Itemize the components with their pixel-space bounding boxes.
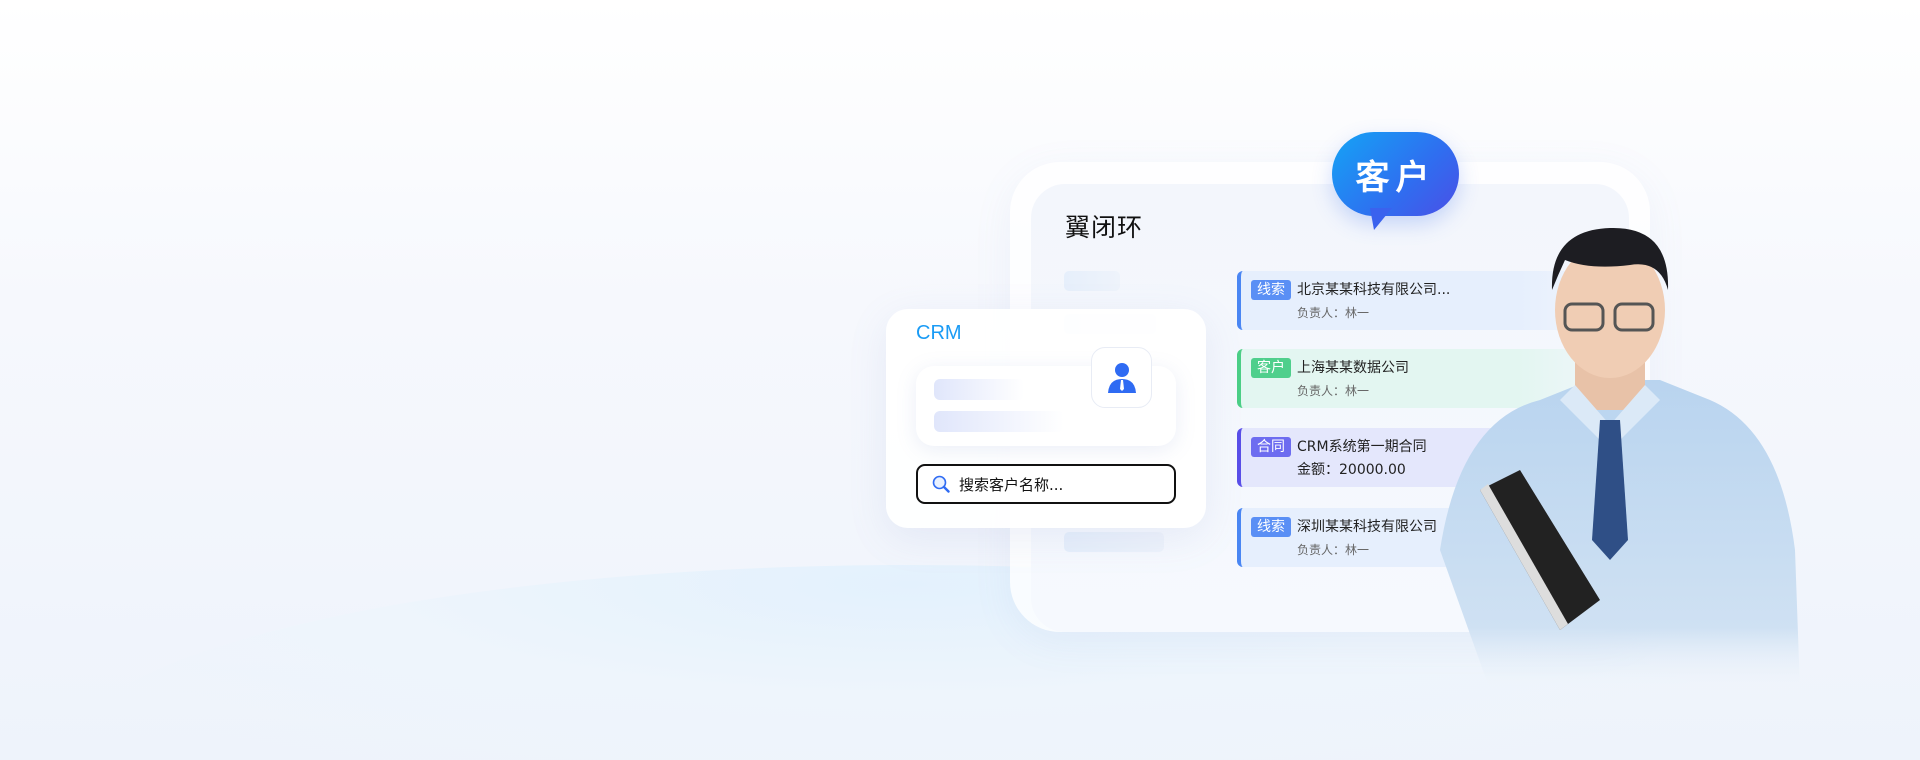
- record-detail: 负责人：林一: [1297, 306, 1370, 320]
- record-tag: 线索: [1251, 280, 1291, 300]
- user-tie-icon: [1107, 362, 1136, 393]
- customer-bubble: 客户: [1332, 132, 1459, 216]
- crm-label: CRM: [916, 322, 962, 344]
- search-input[interactable]: 搜索客户名称...: [916, 464, 1176, 504]
- placeholder-bar: [934, 411, 1064, 432]
- record-tag: 客户: [1251, 358, 1291, 378]
- record-title: 北京某某科技有限公司...: [1297, 282, 1451, 298]
- search-icon: [932, 475, 950, 493]
- placeholder-bar: [1064, 271, 1120, 291]
- businessman-illustration: [1440, 227, 1800, 690]
- record-detail: 负责人：林一: [1297, 384, 1370, 398]
- placeholder-bar: [934, 379, 1024, 400]
- record-tag: 合同: [1251, 437, 1291, 457]
- avatar: [1091, 347, 1152, 408]
- bubble-tail: [1370, 208, 1392, 230]
- record-title: 上海某某数据公司: [1297, 360, 1409, 376]
- record-tag: 线索: [1251, 517, 1291, 537]
- main-card-title: 翼闭环: [1065, 213, 1144, 242]
- bubble-label: 客户: [1355, 157, 1436, 198]
- record-detail: 负责人：林一: [1297, 543, 1370, 557]
- placeholder-bar: [1064, 532, 1164, 552]
- record-title: 深圳某某科技有限公司: [1297, 519, 1437, 535]
- record-detail: 金额：20000.00: [1297, 462, 1406, 478]
- record-title: CRM系统第一期合同: [1297, 439, 1427, 455]
- search-placeholder: 搜索客户名称...: [959, 475, 1064, 494]
